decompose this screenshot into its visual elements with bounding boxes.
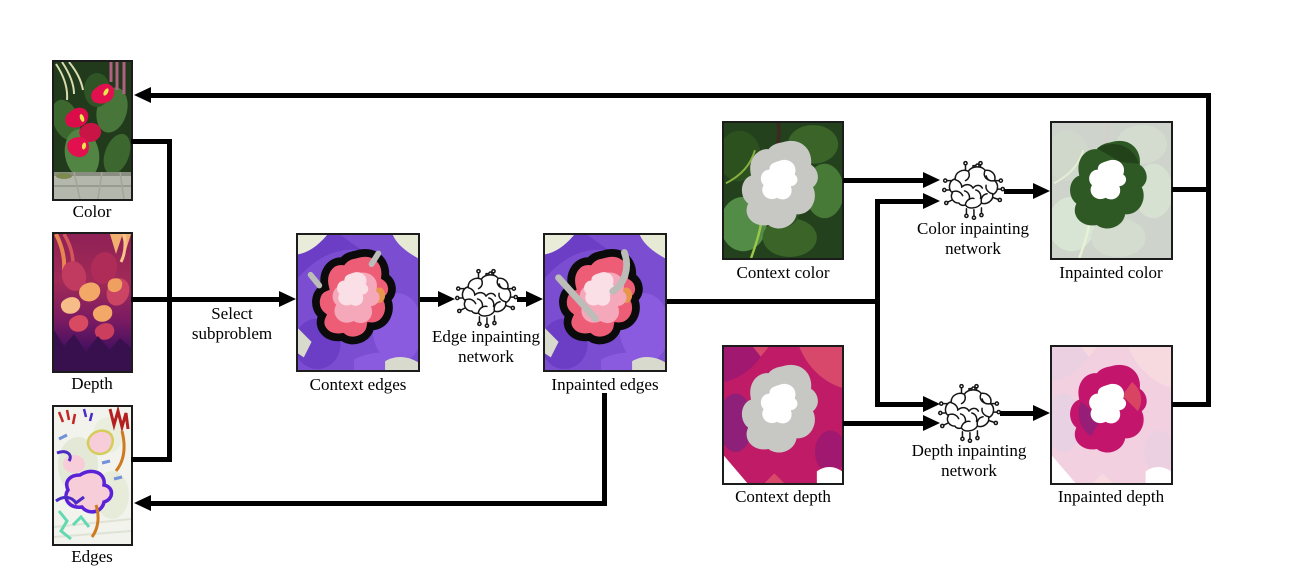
connector-context-edges-out [420, 297, 438, 302]
connector-color-network-out [1004, 189, 1033, 194]
inpainted-edges-art [545, 235, 665, 370]
color-photo-art [54, 62, 131, 199]
inpainted-depth-image [1050, 345, 1173, 485]
depth-input-image [52, 232, 133, 373]
inpainted-depth-label: Inpainted depth [1057, 487, 1165, 506]
color-network-label: Color inpainting network [917, 219, 1029, 259]
edge-network-label-line2: network [458, 347, 514, 366]
arrowhead-into-edges-input [134, 495, 151, 511]
context-color-image [722, 121, 844, 260]
context-edges-label: Context edges [309, 375, 407, 394]
connector-edges-feedback-vertical [602, 393, 607, 506]
color-network-label-line1: Color inpainting [917, 219, 1029, 238]
connector-edge-network-out [517, 297, 526, 302]
context-color-label: Context color [736, 263, 830, 282]
connector-inpainted-edges-out [667, 299, 880, 304]
connector-context-color-out [843, 178, 923, 183]
arrowhead-into-inpainted-depth [1033, 405, 1050, 421]
connector-branch-to-color-network [875, 199, 923, 204]
connector-feedback-top [149, 93, 1211, 98]
select-subproblem-line2: subproblem [191, 324, 273, 343]
context-depth-label: Context depth [735, 487, 831, 506]
edges-input-label: Edges [71, 547, 113, 566]
arrowhead-into-context-edges [279, 291, 296, 307]
context-edges-image [296, 233, 420, 372]
arrowhead-into-inpainted-edges [526, 291, 543, 307]
inpainted-depth-art [1052, 347, 1171, 483]
context-depth-image [722, 345, 844, 485]
arrowhead-into-edge-network [438, 291, 455, 307]
depth-network-label-line1: Depth inpainting [911, 441, 1027, 460]
depth-map-art [54, 234, 131, 371]
select-subproblem-label: Select subproblem [192, 304, 272, 344]
color-input-label: Color [72, 202, 112, 221]
color-input-image [52, 60, 133, 201]
inpainted-edges-label: Inpainted edges [551, 375, 659, 394]
connector-context-depth-out [843, 421, 923, 426]
connector-color-out [131, 139, 172, 144]
arrowhead-edges-into-depth-network [923, 396, 940, 412]
arrowhead-into-depth-network [923, 415, 940, 431]
edges-input-image [52, 405, 133, 546]
context-edges-art [298, 235, 418, 370]
connector-branch-vertical [875, 199, 880, 407]
edge-network-brain-icon [454, 268, 519, 328]
inpainted-color-label: Inpainted color [1059, 263, 1163, 282]
connector-edges-feedback-horizontal [150, 501, 607, 506]
arrowhead-into-inpainted-color [1033, 183, 1050, 199]
connector-inpainted-color-out [1172, 187, 1211, 192]
inpainted-color-image [1050, 121, 1173, 260]
select-subproblem-line1: Select [211, 304, 253, 323]
inpainted-color-art [1052, 123, 1171, 258]
depth-input-label: Depth [71, 374, 113, 393]
connector-inpainted-depth-out [1172, 402, 1211, 407]
context-depth-art [724, 347, 842, 483]
color-network-brain-icon [941, 160, 1006, 220]
context-color-art [724, 123, 842, 258]
inpainted-edges-image [543, 233, 667, 372]
arrowhead-into-color-input [134, 87, 151, 103]
arrowhead-edges-into-color-network [923, 193, 940, 209]
connector-select-subproblem [131, 297, 279, 302]
color-network-label-line2: network [945, 239, 1001, 258]
connector-feedback-vertical [1206, 93, 1211, 407]
arrowhead-into-color-network [923, 172, 940, 188]
edge-network-label: Edge inpainting network [432, 327, 540, 367]
connector-depth-network-out [1000, 411, 1033, 416]
depth-network-brain-icon [937, 383, 1002, 443]
edges-map-art [54, 407, 131, 544]
depth-network-label-line2: network [941, 461, 997, 480]
depth-network-label: Depth inpainting network [912, 441, 1027, 481]
connector-edges-link [131, 457, 172, 462]
connector-branch-to-depth-network [875, 402, 923, 407]
edge-network-label-line1: Edge inpainting [431, 327, 541, 346]
